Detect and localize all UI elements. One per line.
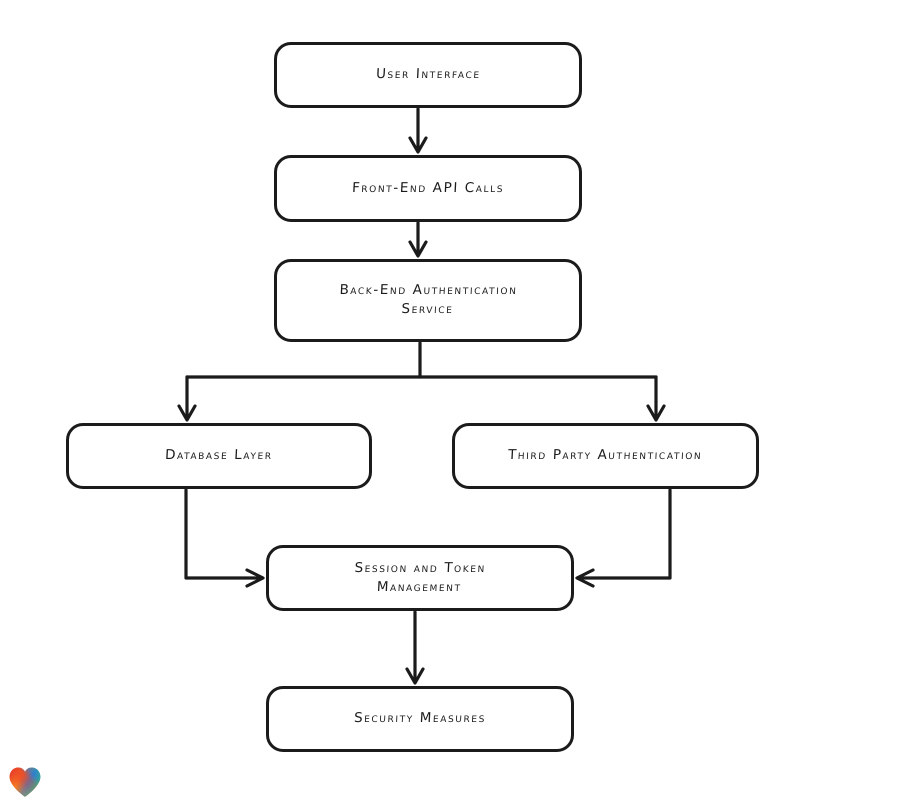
node-label: Database Layer (164, 447, 274, 464)
node-user-interface[interactable]: User Interface (274, 42, 582, 108)
node-label: Third Party Authentication (507, 447, 704, 464)
node-session-and-token-management[interactable]: Session and Token Management (266, 545, 574, 611)
node-label: Back-End Authentication Service (339, 282, 518, 318)
node-label: User Interface (375, 66, 481, 83)
node-security-measures[interactable]: Security Measures (266, 686, 574, 752)
heart-icon (9, 767, 41, 797)
edge-user-interface-to-frontend-api (408, 107, 428, 154)
edge-session-token-to-security-measures (405, 610, 425, 685)
edge-frontend-api-to-backend-auth (408, 221, 428, 258)
edge-backend-auth-to-third-party-auth (646, 375, 666, 422)
node-third-party-authentication[interactable]: Third Party Authentication (452, 423, 759, 489)
node-frontend-api-calls[interactable]: Front-End API Calls (274, 155, 582, 222)
node-backend-authentication-service[interactable]: Back-End Authentication Service (274, 259, 582, 342)
node-label: Security Measures (353, 710, 487, 727)
node-label: Session and Token Management (354, 559, 487, 595)
node-label: Front-End API Calls (351, 179, 505, 196)
edge-third-party-auth-to-session-token (575, 488, 672, 588)
edge-database-layer-to-session-token (184, 488, 265, 588)
node-database-layer[interactable]: Database Layer (66, 423, 372, 489)
edge-backend-auth-to-database-layer (177, 375, 197, 422)
edge-backend-auth-split (185, 341, 658, 379)
